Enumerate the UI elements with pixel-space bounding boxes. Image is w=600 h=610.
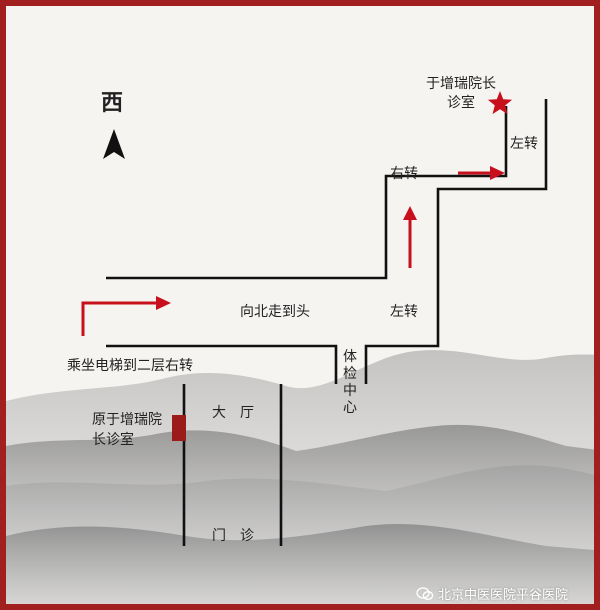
wechat-icon <box>416 586 434 601</box>
clinic-gate-label: 门诊 <box>212 528 268 544</box>
path-line-east-wall <box>364 99 548 384</box>
checkup-center-label: 体检中心 <box>343 349 357 416</box>
elevator-instruction-label: 乘坐电梯到二层右转 <box>67 358 193 374</box>
destination-star-icon <box>487 91 513 115</box>
turn-left-label-2: 左转 <box>510 136 538 152</box>
original-room-marker <box>172 415 186 441</box>
destination-label: 于增瑞院长诊室 <box>426 76 496 111</box>
path-line-south-wall <box>106 344 338 384</box>
west-label: 西 <box>101 91 126 116</box>
route-lines <box>106 99 548 546</box>
arrow-turn-right-east <box>458 166 505 180</box>
go-north-label: 向北走到头 <box>240 304 310 320</box>
footer-source: 北京中医医院平谷医院 <box>438 588 569 603</box>
hall-label: 大厅 <box>212 405 268 421</box>
original-room-label: 原于增瑞院长诊室 <box>92 412 162 448</box>
compass-arrow-icon <box>103 129 125 159</box>
mountain-background <box>6 350 594 604</box>
arrow-turn-left-up <box>403 206 417 268</box>
path-line-north-wall <box>106 106 508 280</box>
turn-right-label: 右转 <box>390 166 418 182</box>
arrow-elevator-north <box>81 296 171 336</box>
route-map <box>6 91 594 604</box>
direction-arrows <box>81 166 505 336</box>
footer-watermark: 北京中医医院平谷医院 <box>416 584 568 603</box>
turn-left-label-1: 左转 <box>390 304 418 320</box>
